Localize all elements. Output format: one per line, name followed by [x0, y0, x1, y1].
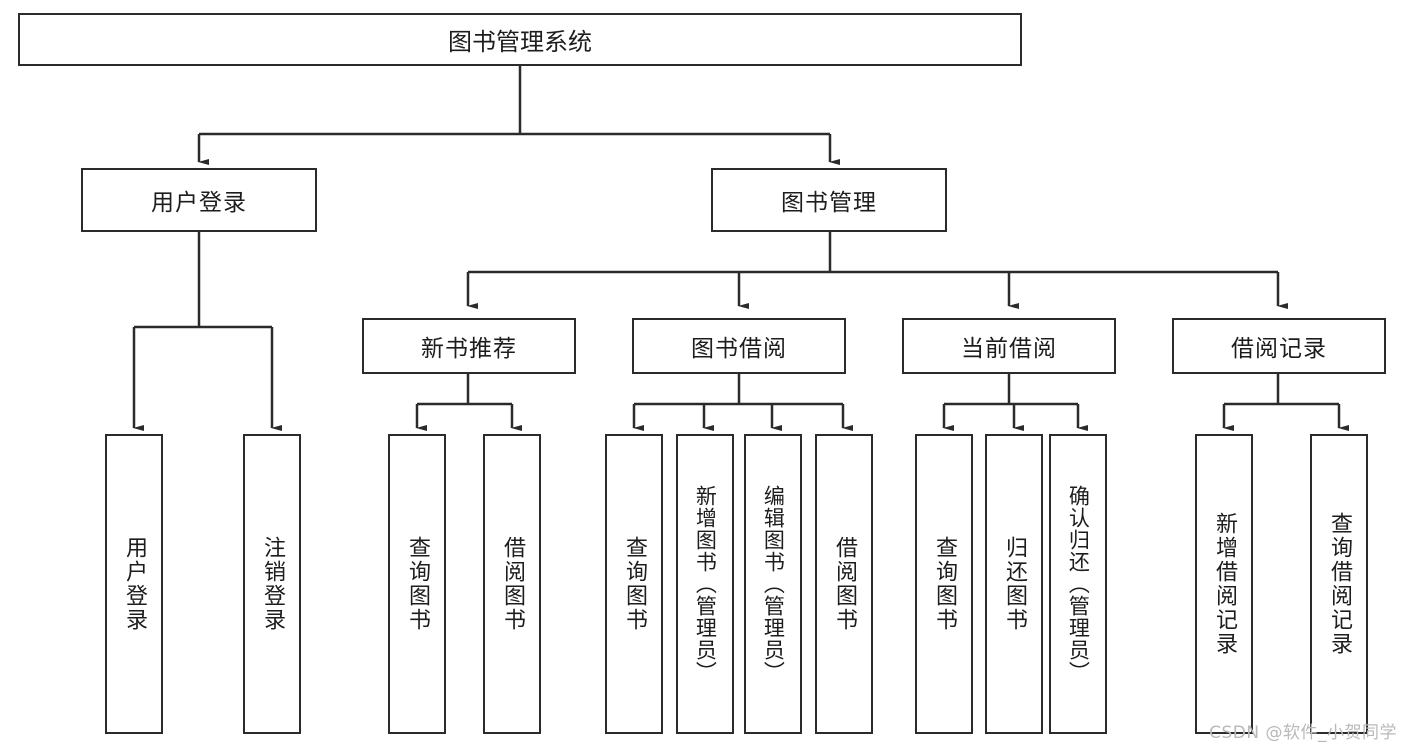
node-borrow-record[interactable]: 借阅记录: [1172, 318, 1386, 374]
leaf-label: 新增借阅记录: [1211, 512, 1237, 656]
leaf-label: 查询借阅记录: [1326, 512, 1352, 656]
leaf-new-book-1[interactable]: 查询图书: [388, 434, 446, 734]
leaf-label: 编辑图书（管理员）: [761, 485, 786, 683]
leaf-user-login-1[interactable]: 用户登录: [105, 434, 163, 734]
leaf-current-borrow-3[interactable]: 确认归还（管理员）: [1049, 434, 1107, 734]
leaf-book-borrow-2[interactable]: 新增图书（管理员）: [676, 434, 734, 734]
leaf-book-borrow-1[interactable]: 查询图书: [605, 434, 663, 734]
leaf-current-borrow-1[interactable]: 查询图书: [915, 434, 973, 734]
leaf-label: 查询图书: [931, 536, 957, 632]
node-book-manage[interactable]: 图书管理: [711, 168, 947, 232]
node-current-borrow[interactable]: 当前借阅: [902, 318, 1116, 374]
leaf-label: 归还图书: [1001, 536, 1027, 632]
csdn-watermark: CSDN @软件_小贺同学: [1209, 723, 1397, 743]
leaf-current-borrow-2[interactable]: 归还图书: [985, 434, 1043, 734]
leaf-user-login-2[interactable]: 注销登录: [243, 434, 301, 734]
leaf-label: 借阅图书: [499, 536, 525, 632]
leaf-new-book-2[interactable]: 借阅图书: [483, 434, 541, 734]
leaf-label: 借阅图书: [831, 536, 857, 632]
leaf-borrow-record-2[interactable]: 查询借阅记录: [1310, 434, 1368, 734]
node-root-system[interactable]: 图书管理系统: [18, 13, 1022, 66]
leaf-label: 用户登录: [121, 536, 147, 632]
leaf-borrow-record-1[interactable]: 新增借阅记录: [1195, 434, 1253, 734]
node-new-book-recommend[interactable]: 新书推荐: [362, 318, 576, 374]
node-book-borrow[interactable]: 图书借阅: [632, 318, 846, 374]
leaf-label: 注销登录: [259, 536, 285, 632]
leaf-label: 确认归还（管理员）: [1066, 485, 1091, 683]
leaf-label: 查询图书: [404, 536, 430, 632]
leaf-label: 新增图书（管理员）: [693, 485, 718, 683]
node-user-login[interactable]: 用户登录: [81, 168, 317, 232]
leaf-book-borrow-3[interactable]: 编辑图书（管理员）: [744, 434, 802, 734]
leaf-book-borrow-4[interactable]: 借阅图书: [815, 434, 873, 734]
leaf-label: 查询图书: [621, 536, 647, 632]
